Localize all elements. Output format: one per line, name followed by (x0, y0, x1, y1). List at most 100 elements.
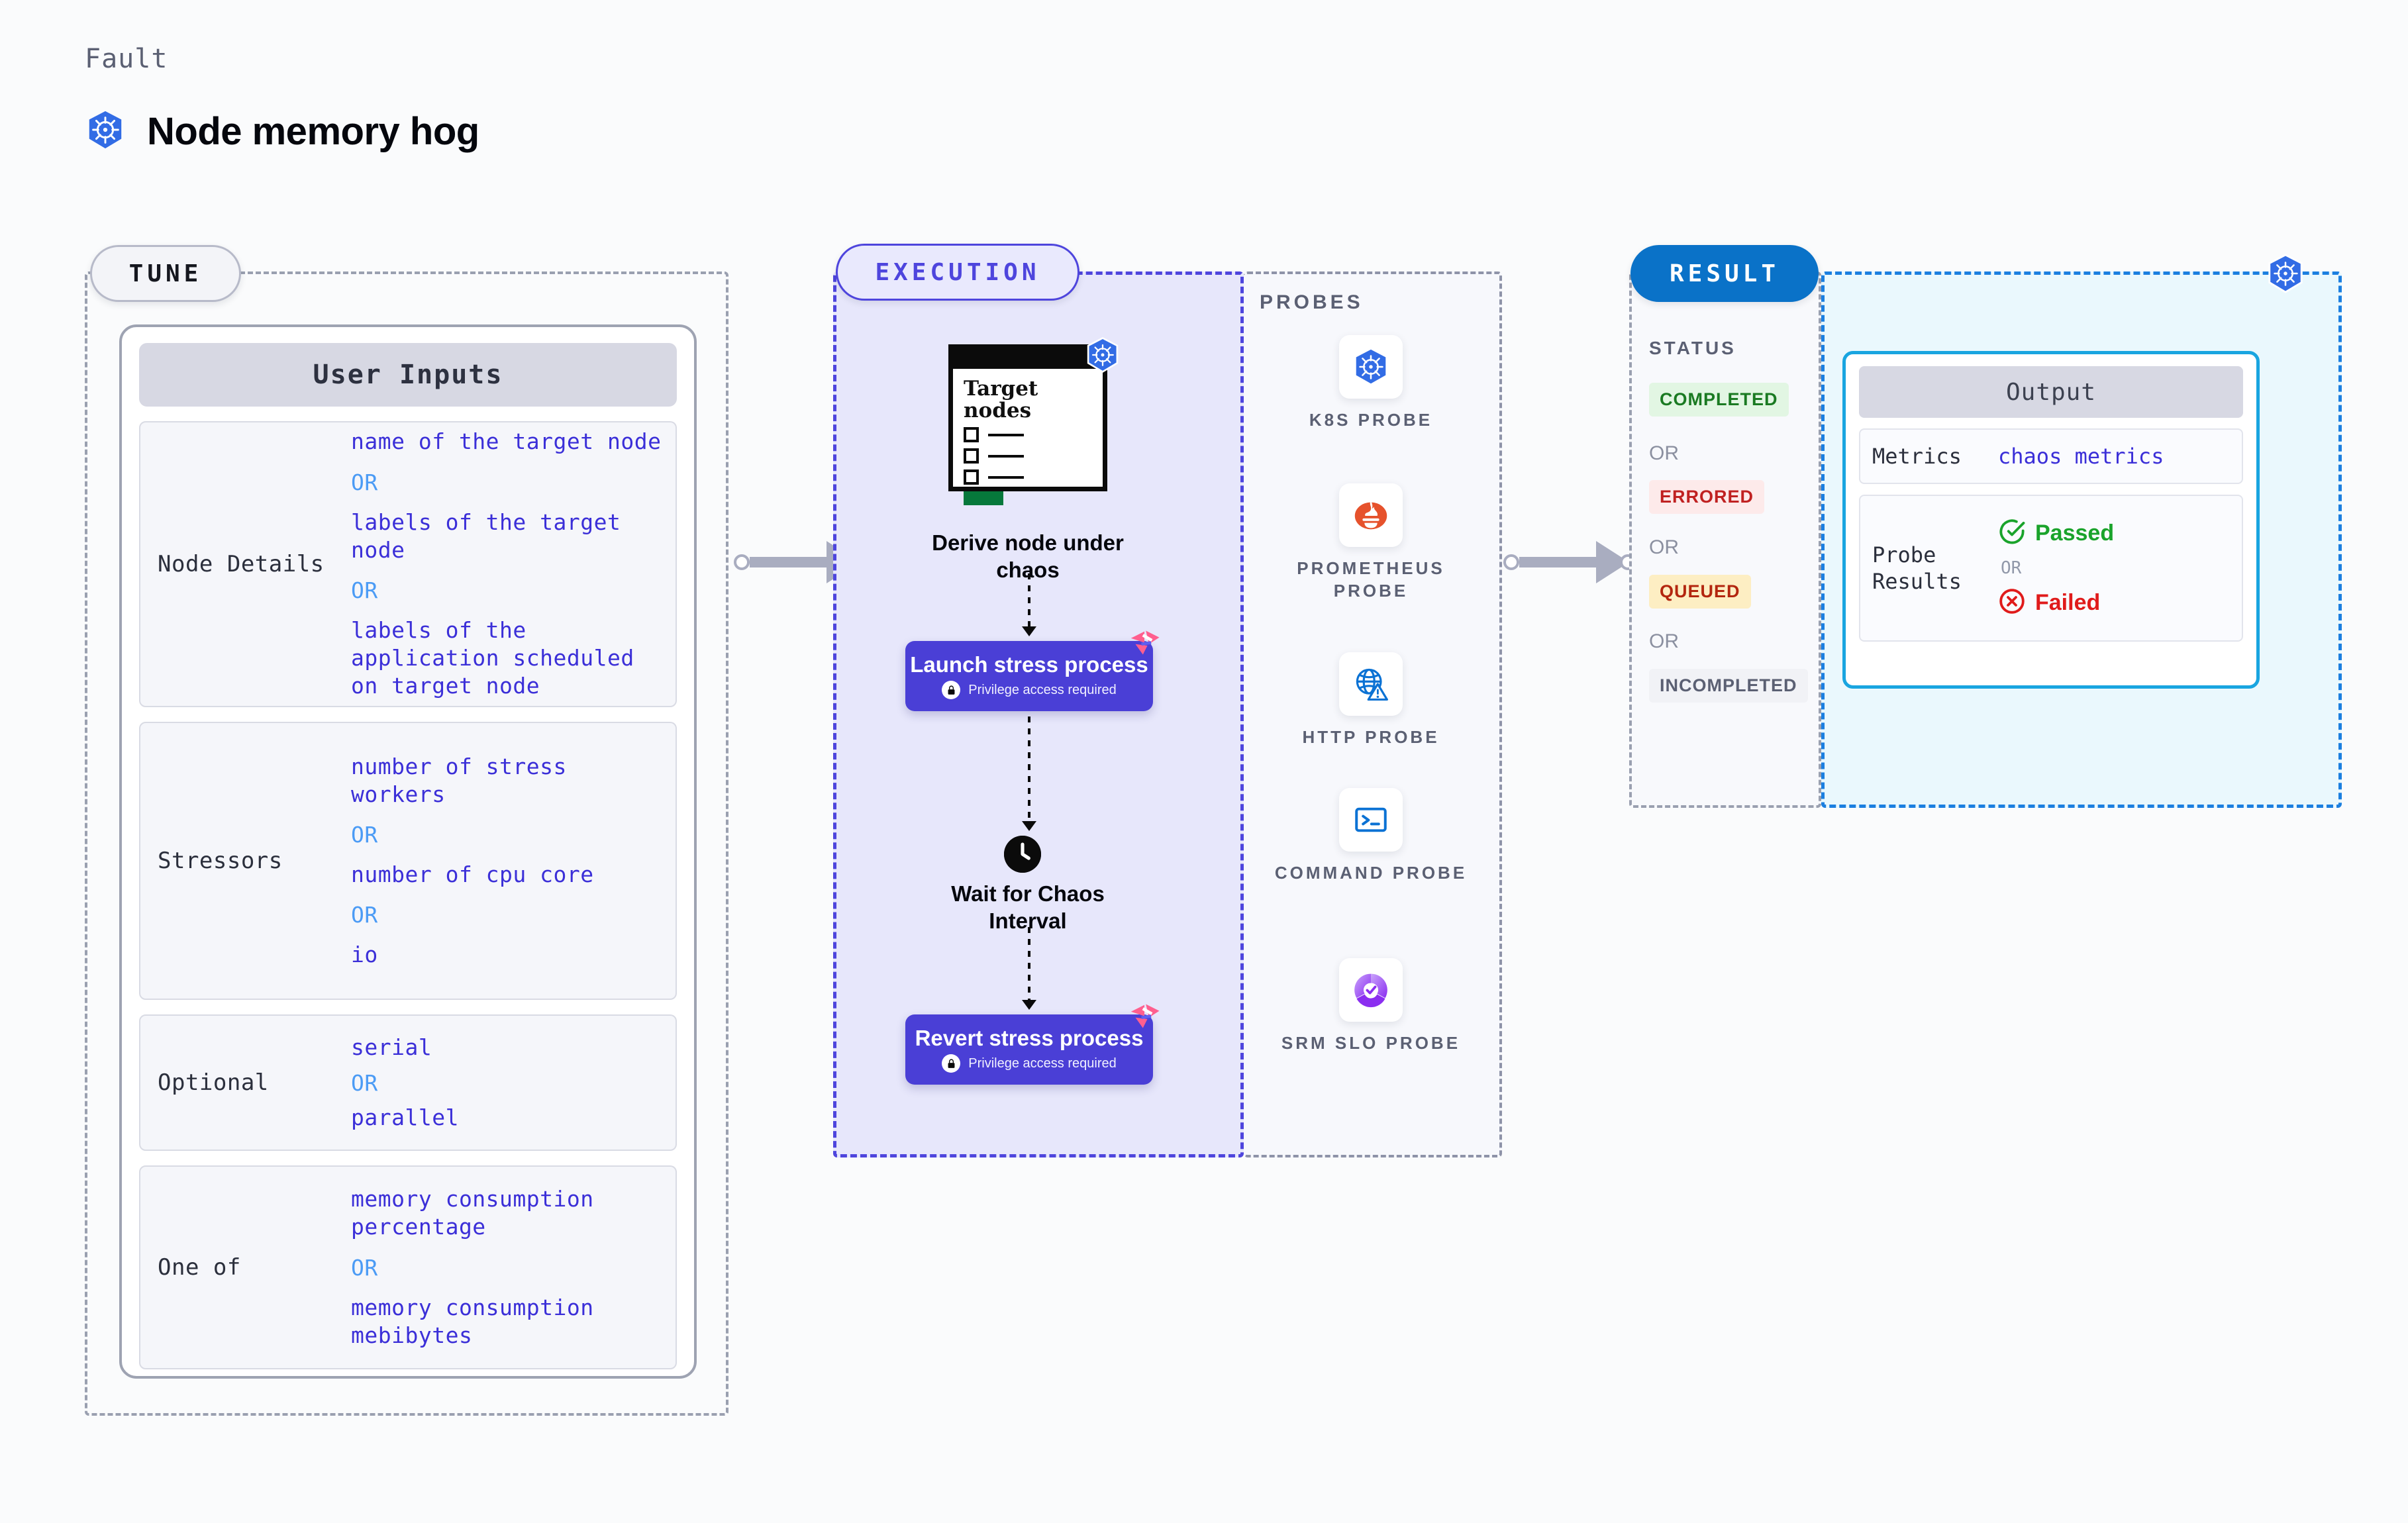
flow-arrow (1028, 716, 1030, 822)
status-badge-completed: COMPLETED (1649, 383, 1789, 417)
target-nodes-title-line2: nodes (964, 398, 1032, 422)
privilege-row: Privilege access required (942, 1054, 1117, 1073)
or-separator: OR (351, 822, 378, 848)
probe-label: K8S PROBE (1309, 410, 1433, 430)
globe-warning-icon (1339, 652, 1403, 716)
arrow-head-icon (1022, 626, 1036, 636)
input-group-values: number of stress workers OR number of cp… (351, 753, 662, 969)
input-group-one-of: One of memory consumption percentage OR … (139, 1165, 677, 1369)
clock-icon (1004, 836, 1041, 873)
connector-execution-result (1503, 541, 1636, 583)
input-group-values: serial OR parallel (351, 1034, 662, 1131)
target-nodes-card: Target nodes (948, 344, 1107, 506)
kubernetes-icon (2265, 253, 2306, 297)
input-value: serial (351, 1034, 432, 1061)
kubernetes-icon (85, 109, 126, 154)
connector-dot (1503, 554, 1519, 570)
checkbox-icon (964, 427, 979, 443)
status-region (1629, 271, 1821, 808)
output-label: Probe Results (1872, 542, 1962, 594)
step-caption-derive: Derive node under chaos (932, 530, 1124, 582)
step-launch-stress-process[interactable]: Launch stress process Privilege access r… (905, 630, 1160, 711)
user-inputs-title: User Inputs (139, 343, 677, 407)
input-value: number of stress workers (351, 753, 567, 807)
target-nodes-title-line1: Target (964, 377, 1038, 401)
status-badge-queued: QUEUED (1649, 575, 1751, 609)
input-group-label: Stressors (158, 848, 283, 874)
privilege-row: Privilege access required (942, 681, 1117, 700)
or-separator: OR (351, 902, 378, 928)
step-subtitle: Privilege access required (968, 682, 1117, 697)
probe-label: SRM SLO PROBE (1281, 1033, 1461, 1053)
input-group-label: Optional (158, 1069, 269, 1096)
input-value: io (351, 942, 378, 968)
lock-icon (942, 1054, 961, 1073)
probe-prometheus[interactable]: PROMETHEUS PROBE (1272, 483, 1470, 603)
checkbox-icon (964, 448, 979, 464)
input-group-optional: Optional serial OR parallel (139, 1014, 677, 1151)
input-value: number of cpu core (351, 861, 594, 887)
input-value: memory consumption mebibytes (351, 1294, 594, 1348)
status-badge-errored: ERRORED (1649, 480, 1765, 514)
or-separator: OR (1649, 630, 1679, 652)
flow-arrow (1028, 927, 1030, 1001)
arrow-head-icon (1022, 821, 1036, 831)
kubernetes-icon (1339, 335, 1403, 399)
card-body: Target nodes (953, 369, 1103, 506)
prometheus-icon (1339, 483, 1403, 547)
input-value: memory consumption percentage (351, 1186, 594, 1240)
input-value: labels of the target node (351, 509, 621, 563)
input-value: parallel (351, 1104, 459, 1130)
or-separator: OR (1649, 536, 1679, 558)
output-row-probe-results: Probe Results Passed OR (1859, 495, 2243, 642)
page-title: Node memory hog (147, 110, 479, 153)
connector-dot (734, 554, 750, 570)
output-card: Output Metrics chaos metrics Probe Resul… (1842, 351, 2260, 689)
kubernetes-icon (1084, 336, 1121, 377)
probe-http[interactable]: HTTP PROBE (1272, 652, 1470, 749)
input-group-values: name of the target node OR labels of the… (351, 428, 662, 700)
or-separator: OR (1649, 442, 1679, 464)
fault-eyebrow: Fault (85, 44, 168, 74)
execution-pill[interactable]: EXECUTION (836, 244, 1079, 301)
harness-logo-icon (1127, 1001, 1162, 1040)
checkbox-row (964, 427, 1092, 443)
step-revert-stress-process[interactable]: Revert stress process Privilege access r… (905, 1004, 1160, 1085)
input-value: name of the target node (351, 428, 662, 455)
probe-command[interactable]: COMMAND PROBE (1272, 788, 1470, 885)
line-placeholder (988, 454, 1024, 458)
or-separator: OR (351, 1069, 378, 1096)
status-title: STATUS (1649, 338, 1736, 358)
input-group-values: memory consumption percentage OR memory … (351, 1185, 662, 1350)
or-separator: OR (351, 577, 378, 603)
status-badge-incompleted: INCOMPLETED (1649, 669, 1808, 703)
probe-k8s[interactable]: K8S PROBE (1272, 335, 1470, 432)
probe-result-label: Passed (2035, 520, 2115, 546)
result-pill[interactable]: RESULT (1630, 245, 1819, 302)
check-circle-icon (1998, 518, 2026, 549)
output-label: Metrics (1872, 444, 1962, 469)
or-separator: OR (2001, 558, 2022, 578)
probe-srm-slo[interactable]: SRM SLO PROBE (1272, 958, 1470, 1055)
output-value: chaos metrics (1998, 444, 2164, 469)
user-inputs-card: User Inputs Node Details name of the tar… (119, 324, 697, 1379)
line-placeholder (988, 475, 1024, 479)
input-group-label: Node Details (158, 551, 325, 577)
probe-result-failed: Failed (1998, 587, 2114, 618)
step-caption-wait: Wait for Chaos Interval (951, 881, 1105, 933)
slo-donut-check-icon (1339, 958, 1403, 1022)
probes-title: PROBES (1260, 291, 1364, 313)
green-bar-indicator (964, 491, 1003, 506)
step-title: Launch stress process (910, 652, 1148, 677)
output-title: Output (1859, 366, 2243, 418)
input-group-stressors: Stressors number of stress workers OR nu… (139, 722, 677, 1000)
input-group-label: One of (158, 1254, 241, 1281)
probe-label: PROMETHEUS PROBE (1297, 558, 1445, 601)
step-title: Revert stress process (915, 1025, 1144, 1050)
probe-label: COMMAND PROBE (1274, 863, 1468, 883)
tune-pill[interactable]: TUNE (90, 245, 241, 302)
probe-result-label: Failed (2035, 590, 2101, 615)
probe-result-values: Passed OR Failed (1998, 518, 2114, 618)
checkbox-row (964, 448, 1092, 464)
